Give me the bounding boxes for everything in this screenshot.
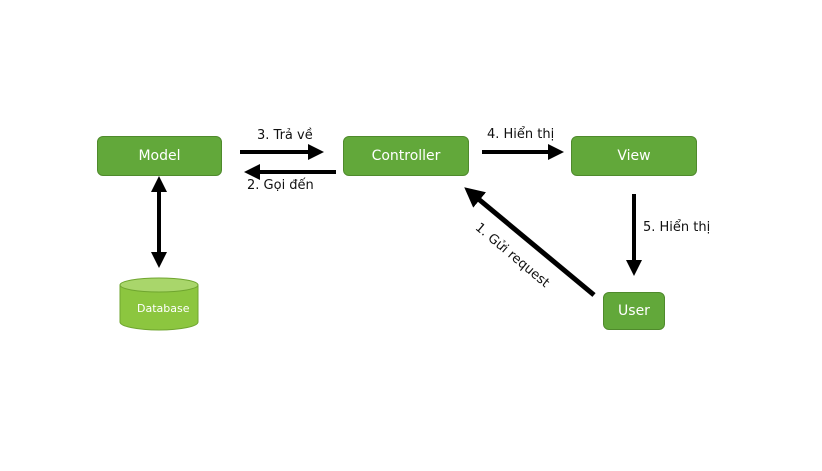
database-cylinder bbox=[119, 277, 199, 331]
view-node[interactable]: View bbox=[571, 136, 697, 176]
edge-label-return: 3. Trả về bbox=[257, 128, 313, 143]
model-label: Model bbox=[138, 148, 181, 164]
arrow-request bbox=[464, 187, 596, 297]
edge-label-display-view: 4. Hiển thị bbox=[487, 127, 555, 142]
view-label: View bbox=[617, 148, 651, 164]
database-label: Database bbox=[137, 302, 190, 315]
controller-label: Controller bbox=[371, 148, 441, 164]
user-label: User bbox=[618, 303, 650, 319]
edge-label-call: 2. Gọi đến bbox=[247, 178, 314, 193]
model-node[interactable]: Model bbox=[97, 136, 222, 176]
controller-node[interactable]: Controller bbox=[343, 136, 469, 176]
user-node[interactable]: User bbox=[603, 292, 665, 330]
edge-label-display-user: 5. Hiển thị bbox=[643, 220, 711, 235]
